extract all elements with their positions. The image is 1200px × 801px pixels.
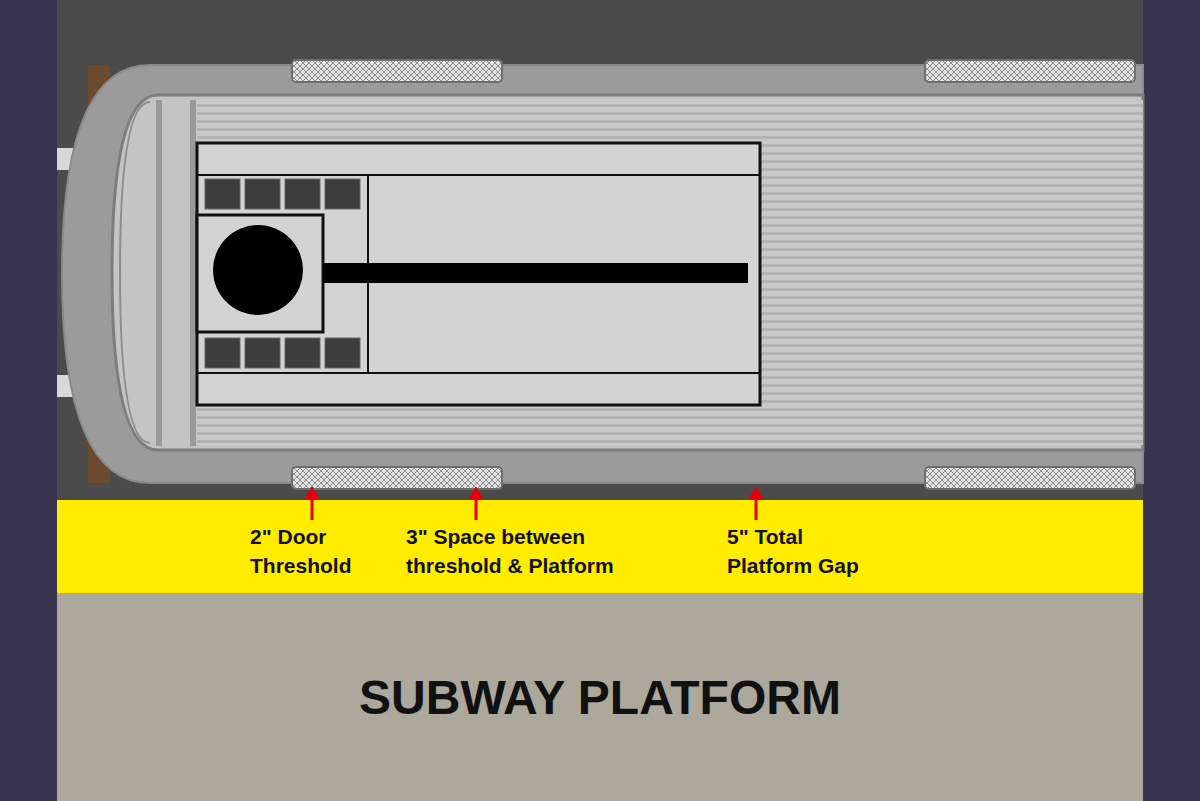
equipment-line: [197, 372, 760, 374]
dimension-label: 5" Total Platform Gap: [727, 522, 879, 580]
dimension-label: 3" Space between threshold & Platform: [406, 522, 651, 580]
cab-stripe: [190, 100, 196, 446]
pantograph-base: [197, 215, 323, 332]
track-bed: [57, 0, 1143, 500]
roof-equipment: [197, 143, 760, 405]
dimension-label: 2" Door Threshold: [250, 522, 375, 580]
platform-edge-stripe: [57, 500, 1143, 593]
platform-title: SUBWAY PLATFORM: [359, 670, 841, 725]
cab-line: [120, 102, 150, 443]
side-bar: [0, 0, 57, 801]
side-bar: [1143, 0, 1200, 801]
roof-ribs: [197, 100, 1143, 445]
pantograph-pivot: [213, 225, 303, 315]
cab-stripe: [156, 100, 162, 446]
roof-panel: [112, 95, 1143, 450]
platform-area: SUBWAY PLATFORM: [57, 593, 1143, 801]
equipment-line: [197, 174, 760, 176]
car-body: [62, 65, 1143, 483]
platform-floor: [57, 593, 1143, 801]
pantograph-arm: [323, 263, 748, 283]
door-thresholds: [292, 60, 1135, 489]
leader-arrows: [305, 487, 763, 520]
